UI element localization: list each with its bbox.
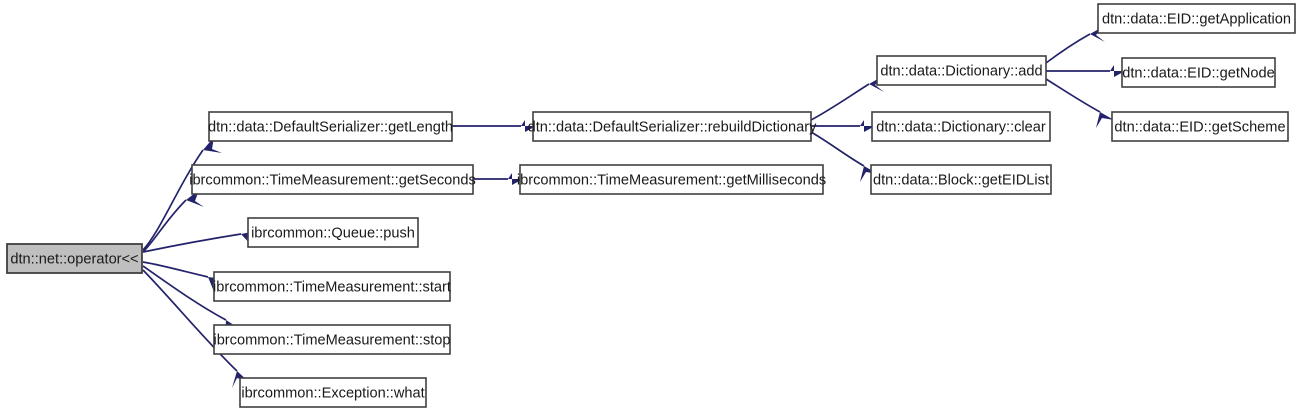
edge-root-to-tmStart bbox=[142, 261, 224, 294]
edge-root-to-getLength bbox=[142, 137, 222, 251]
arrowhead-icon bbox=[860, 120, 875, 132]
node-label: ibrcommon::Exception::what bbox=[241, 385, 424, 401]
node-rebuildDictionary[interactable]: dtn::data::DefaultSerializer::rebuildDic… bbox=[528, 111, 817, 142]
node-box[interactable] bbox=[6, 243, 143, 274]
node-box[interactable] bbox=[239, 377, 427, 408]
arrowhead-icon bbox=[1096, 112, 1114, 128]
edge-root-to-queuePush bbox=[142, 231, 256, 253]
node-excWhat[interactable]: ibrcommon::Exception::what bbox=[239, 377, 427, 408]
node-label: ibrcommon::TimeMeasurement::start bbox=[213, 279, 451, 295]
node-label: dtn::data::EID::getApplication bbox=[1102, 11, 1291, 27]
node-label: dtn::data::DefaultSerializer::rebuildDic… bbox=[528, 119, 817, 135]
arrowhead-icon bbox=[208, 277, 224, 294]
node-tmStop[interactable]: ibrcommon::TimeMeasurement::stop bbox=[213, 324, 451, 355]
edge-root-to-getSeconds bbox=[142, 190, 204, 253]
edges-layer bbox=[142, 26, 1125, 388]
arrowhead-icon bbox=[186, 190, 204, 207]
node-getMilliseconds[interactable]: ibrcommon::TimeMeasurement::getMilliseco… bbox=[517, 164, 826, 195]
edge-line bbox=[142, 233, 242, 253]
edge-line bbox=[1045, 33, 1091, 64]
arrowhead-icon bbox=[1110, 65, 1125, 77]
node-eidGetNode[interactable]: dtn::data::EID::getNode bbox=[1121, 57, 1276, 88]
node-box[interactable] bbox=[1097, 3, 1296, 34]
node-label: dtn::data::EID::getScheme bbox=[1114, 119, 1285, 135]
node-label: ibrcommon::TimeMeasurement::stop bbox=[213, 332, 450, 348]
edge-getSeconds-to-getMilliseconds bbox=[473, 173, 523, 185]
node-root[interactable]: dtn::net::operator<< bbox=[6, 243, 143, 274]
node-box[interactable] bbox=[876, 55, 1047, 86]
edge-line bbox=[142, 199, 187, 253]
node-eidGetScheme[interactable]: dtn::data::EID::getScheme bbox=[1111, 111, 1289, 142]
edge-root-to-excWhat bbox=[142, 269, 249, 388]
edge-line bbox=[142, 269, 238, 372]
nodes-layer: dtn::net::operator<< dtn::data::DefaultSe… bbox=[6, 3, 1296, 408]
edge-line bbox=[142, 149, 204, 251]
node-eidGetApplication[interactable]: dtn::data::EID::getApplication bbox=[1097, 3, 1296, 34]
arrowhead-icon bbox=[860, 166, 878, 182]
node-box[interactable] bbox=[191, 164, 474, 195]
arrowhead-icon bbox=[508, 173, 523, 185]
arrowhead-icon bbox=[232, 371, 249, 388]
arrowhead-icon bbox=[521, 120, 536, 132]
node-blockGetEIDList[interactable]: dtn::data::Block::getEIDList bbox=[870, 164, 1052, 195]
node-queuePush[interactable]: ibrcommon::Queue::push bbox=[247, 217, 419, 248]
node-dictClear[interactable]: dtn::data::Dictionary::clear bbox=[871, 111, 1051, 142]
node-label: ibrcommon::TimeMeasurement::getMilliseco… bbox=[517, 172, 826, 188]
node-tmStart[interactable]: ibrcommon::TimeMeasurement::start bbox=[213, 271, 451, 302]
edge-line bbox=[142, 261, 209, 278]
node-label: dtn::net::operator<< bbox=[10, 251, 138, 267]
edge-getLength-to-rebuildDictionary bbox=[452, 120, 536, 132]
edge-line bbox=[810, 83, 870, 121]
node-label: dtn::data::Dictionary::clear bbox=[876, 119, 1046, 135]
node-label: dtn::data::EID::getNode bbox=[1122, 65, 1275, 81]
node-box[interactable] bbox=[1121, 57, 1276, 88]
edge-dictAdd-to-eidGetNode bbox=[1046, 65, 1125, 77]
node-box[interactable] bbox=[1111, 111, 1289, 142]
node-box[interactable] bbox=[871, 111, 1051, 142]
node-box[interactable] bbox=[532, 111, 812, 142]
edge-line bbox=[142, 265, 227, 321]
edge-dictAdd-to-eidGetApplication bbox=[1045, 26, 1105, 64]
node-getSeconds[interactable]: ibrcommon::TimeMeasurement::getSeconds bbox=[189, 164, 476, 195]
edge-line bbox=[810, 131, 865, 167]
node-label: dtn::data::Block::getEIDList bbox=[873, 172, 1049, 188]
node-label: dtn::data::DefaultSerializer::getLength bbox=[208, 119, 453, 135]
node-label: dtn::data::Dictionary::add bbox=[880, 63, 1042, 79]
arrowhead-icon bbox=[869, 76, 884, 92]
edge-rebuildDictionary-to-dictClear bbox=[811, 120, 875, 132]
arrowhead-icon bbox=[203, 137, 222, 153]
node-label: ibrcommon::TimeMeasurement::getSeconds bbox=[189, 172, 476, 188]
edge-rebuildDictionary-to-dictAdd bbox=[810, 76, 884, 121]
node-box[interactable] bbox=[247, 217, 419, 248]
arrowhead-icon bbox=[241, 231, 256, 247]
node-label: ibrcommon::Queue::push bbox=[251, 225, 415, 241]
node-box[interactable] bbox=[213, 324, 451, 355]
node-box[interactable] bbox=[870, 164, 1052, 195]
node-box[interactable] bbox=[213, 271, 451, 302]
node-box[interactable] bbox=[519, 164, 824, 195]
edge-dictAdd-to-eidGetScheme bbox=[1045, 78, 1114, 128]
arrowhead-icon bbox=[1090, 26, 1105, 42]
edge-line bbox=[1045, 78, 1101, 113]
edge-rebuildDictionary-to-blockGetEIDList bbox=[810, 131, 878, 182]
node-box[interactable] bbox=[208, 111, 453, 142]
node-getLength[interactable]: dtn::data::DefaultSerializer::getLength bbox=[208, 111, 453, 142]
node-dictAdd[interactable]: dtn::data::Dictionary::add bbox=[876, 55, 1047, 86]
